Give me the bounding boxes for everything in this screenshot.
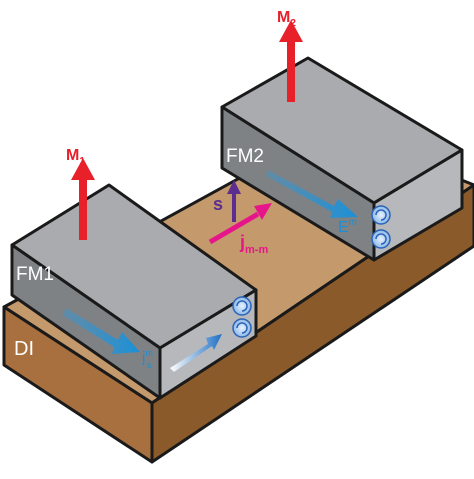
jmm-label: jm-m [239, 232, 268, 256]
s-label: s [213, 194, 223, 214]
fm2-label: FM2 [226, 146, 264, 167]
vortex-icon [232, 318, 252, 338]
substrate-side-face [150, 183, 474, 464]
spin-vector: s [213, 180, 241, 222]
fm1-flow-arrow [62, 308, 140, 354]
fm2-block: FM2 Em [220, 56, 464, 262]
m1-magnetization-arrow: M1 [66, 147, 95, 240]
m1-label: M1 [66, 147, 85, 167]
current-vector-jmm: jm-m [208, 203, 272, 256]
fm2-flow-arrow [266, 170, 358, 218]
fm1-side-arrow [170, 334, 222, 372]
vortex-icon [371, 229, 391, 249]
vortex-icon [371, 205, 391, 225]
fm1-vortex-icons [232, 296, 252, 338]
vortex-icon [232, 296, 252, 316]
fm2-vortex-icons [371, 205, 391, 249]
e-label: Em [338, 217, 357, 236]
m2-label: M2 [277, 9, 296, 29]
fm1-label: FM1 [16, 264, 54, 285]
di-label: DI [14, 338, 34, 360]
m2-magnetization-arrow: M2 [277, 9, 303, 102]
